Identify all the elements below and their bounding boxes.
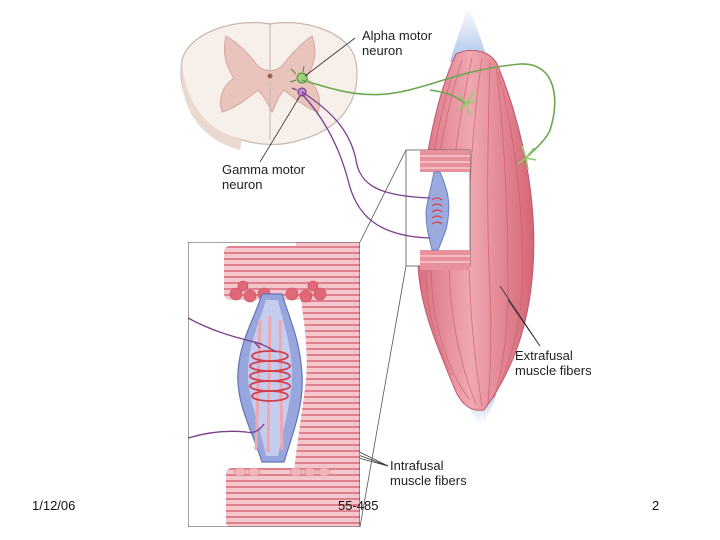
cutaway-lower-block [420,250,470,270]
small-spindle [425,171,450,251]
alpha-motor-neuron-label: Alpha motor neuron [362,28,432,58]
zoom-connector-lines [359,149,407,528]
inset-lower-bundle [226,467,336,527]
alpha-motor-neuron-label-line-2: neuron [362,43,403,58]
extrafusal-muscle-fibers-label: Extrafusal muscle fibers [515,348,592,378]
extrafusal-label-line-2: muscle fibers [515,363,592,378]
inset-magnified-spindle [188,242,360,527]
inset-gamma-nerves [188,317,277,439]
spinal-cord-cross-section [180,21,358,150]
gamma-motor-neuron-label-line-1: Gamma motor [222,162,306,177]
upper-tendon [450,6,488,62]
footer-date: 1/12/06 [32,498,76,513]
alpha-motor-neuron-label-line-1: Alpha motor [362,28,433,43]
intrafusal-label-line-2: muscle fibers [390,473,467,488]
intrafusal-muscle-fibers-label: Intrafusal muscle fibers [390,458,467,488]
extrafusal-label-line-1: Extrafusal [515,348,573,363]
gamma-motor-neuron-label-line-2: neuron [222,177,263,192]
alpha-motor-endplates [457,91,537,171]
gamma-motor-axon [301,91,431,239]
footer-page-number: 2 [652,498,660,513]
footer-course-number: 55-485 [338,498,379,513]
inset-background-fiber [290,242,360,527]
gamma-motor-neuron-label: Gamma motor neuron [222,162,305,192]
intrafusal-label-line-1: Intrafusal [390,458,444,473]
cutaway-upper-block [420,150,470,172]
inset-intrafusal-fibers [249,315,291,453]
extrafusal-muscle [405,6,535,424]
alpha-motor-axon [301,63,556,159]
